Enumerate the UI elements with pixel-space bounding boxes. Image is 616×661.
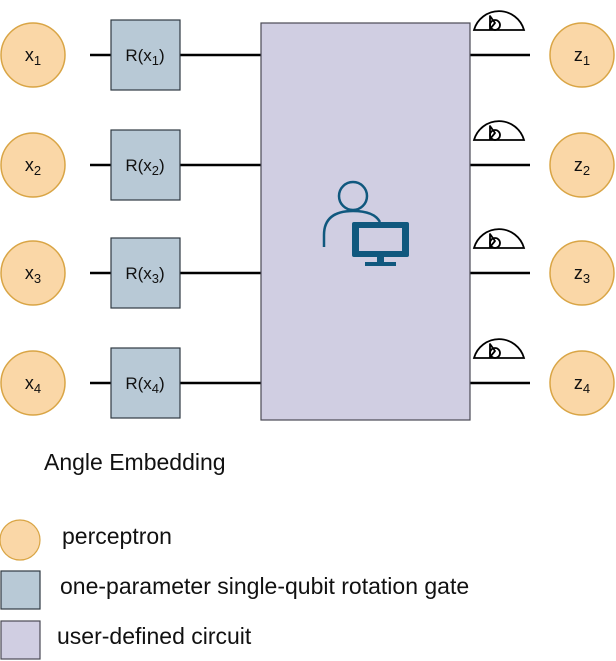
legend-swatches — [0, 519, 41, 660]
output-perceptron — [549, 22, 615, 88]
meter-icon — [472, 120, 526, 141]
measurements — [472, 10, 526, 359]
output-label: z3 — [574, 263, 590, 286]
input-label: x3 — [25, 263, 41, 286]
gate-label: R(x4) — [125, 374, 164, 396]
input-perceptron — [0, 240, 66, 306]
legend-label-perceptron: perceptron — [62, 523, 172, 549]
diagram-caption: Angle Embedding — [44, 449, 226, 475]
legend-label-user-circuit: user-defined circuit — [57, 623, 252, 649]
gate-label: R(x1) — [125, 46, 164, 68]
output-perceptron — [549, 350, 615, 416]
output-label: z1 — [574, 45, 590, 68]
output-perceptron — [549, 132, 615, 198]
input-perceptron — [0, 132, 66, 198]
rotation-gate — [110, 19, 181, 91]
wires — [90, 53, 530, 385]
output-perceptron — [549, 240, 615, 306]
legend-swatch-user-circuit — [0, 620, 41, 660]
gate-label: R(x3) — [125, 264, 164, 286]
output-label: z2 — [574, 155, 590, 178]
legend-swatch-rotation-gate — [0, 570, 41, 610]
input-label: x2 — [25, 155, 41, 178]
rotation-gate — [110, 237, 181, 309]
output-perceptrons: z1 z2 z3 z4 — [549, 22, 615, 416]
input-perceptron — [0, 22, 66, 88]
user-defined-circuit — [260, 22, 471, 421]
rotation-gate — [110, 347, 181, 419]
rotation-gate — [110, 129, 181, 201]
input-label: x1 — [25, 45, 41, 68]
input-perceptron — [0, 350, 66, 416]
legend-swatch-perceptron — [0, 519, 41, 561]
gate-label: R(x2) — [125, 156, 164, 178]
input-label: x4 — [25, 373, 41, 396]
input-perceptrons: x1 x2 x3 x4 — [0, 22, 66, 416]
meter-icon — [472, 338, 526, 359]
rotation-gates: R(x1) R(x2) R(x3) R(x4) — [110, 19, 181, 419]
meter-icon — [472, 10, 526, 31]
meter-icon — [472, 228, 526, 249]
user-computer-icon — [322, 180, 409, 266]
circuit-block — [260, 22, 471, 421]
legend-label-rotation-gate: one-parameter single-qubit rotation gate — [60, 573, 470, 599]
output-label: z4 — [574, 373, 590, 396]
